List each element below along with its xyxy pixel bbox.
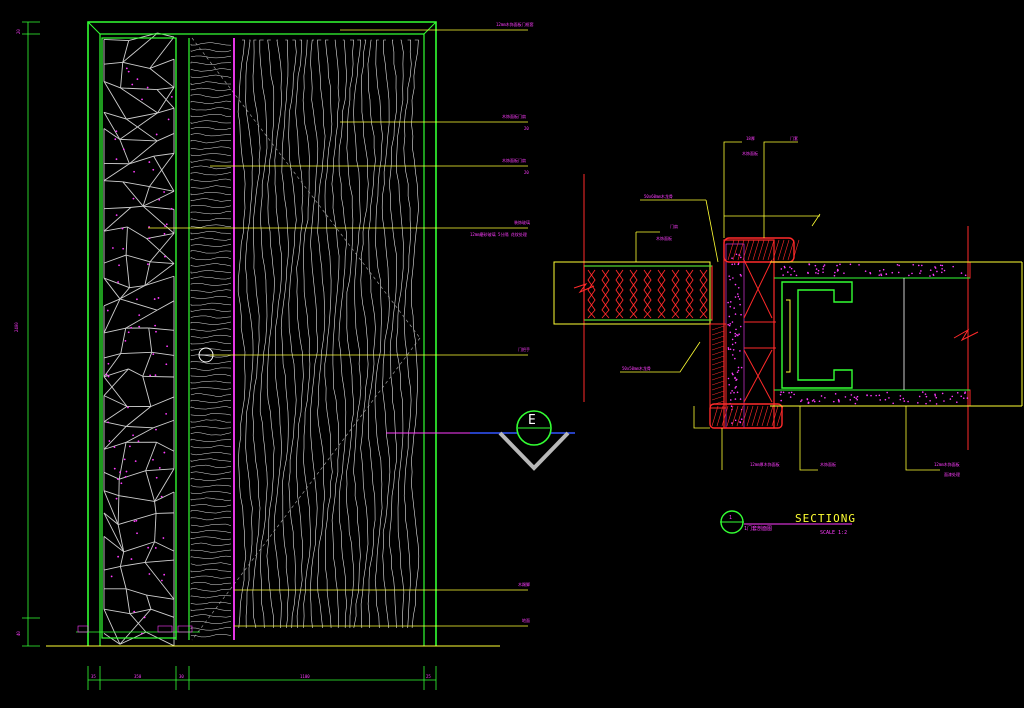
inner-door-frame xyxy=(99,33,425,646)
door-frame-section: 18厚 木饰面板 门套 50x60mm木龙骨 门扇 木饰面板 50x50mm木龙… xyxy=(553,135,1023,536)
skirting-detail-mid xyxy=(157,625,173,633)
section-scale: SCALE 1:2 xyxy=(820,530,847,536)
architrave-top xyxy=(723,237,795,263)
swing-line-upper xyxy=(191,37,421,339)
frame-miter-left xyxy=(87,21,101,35)
section-label-bottom-1: 12mm厚木饰面板 xyxy=(750,461,780,467)
wood-grain-narrow xyxy=(190,42,232,638)
section-label-bottom-3: 12mm木饰面板 xyxy=(934,461,960,467)
callout-7: 地面 xyxy=(522,617,530,623)
section-title-sub: 1门套剖面图 xyxy=(744,525,772,532)
skirting-detail-left xyxy=(77,625,89,633)
dim-bottom-4: 1100 xyxy=(300,674,310,679)
callout-2: 木饰面板门扇 xyxy=(502,113,526,119)
callout-4: 装饰玻璃 xyxy=(514,219,530,225)
dim-height-left: 2400 xyxy=(14,322,19,332)
dim-bottom-left: 40 xyxy=(16,631,21,636)
skirting-detail-right xyxy=(177,625,193,633)
callout-2-sub: 20 xyxy=(524,126,529,131)
steel-channel xyxy=(781,281,853,389)
architrave-bottom xyxy=(709,403,783,429)
wall-face-filler xyxy=(779,263,969,405)
callout-5: 门把手 xyxy=(518,346,530,352)
callout-1: 12mm木饰面板门框套 xyxy=(496,21,534,27)
section-label-top-2: 门套 xyxy=(790,135,798,141)
section-title: SECTIONG xyxy=(795,512,856,525)
door-elevation: E 20 2400 40 35 350 30 1100 25 12mm木饰面板门… xyxy=(14,21,575,690)
callout-3-sub: 20 xyxy=(524,170,529,175)
dim-bottom-5: 25 xyxy=(426,674,431,679)
dim-top-left: 20 xyxy=(16,29,21,34)
architrave-hatch xyxy=(711,239,800,427)
section-leaders xyxy=(620,141,940,471)
left-dimension-line xyxy=(22,21,40,647)
frame-miter-right xyxy=(423,21,437,35)
callout-3: 木饰面板门扇 xyxy=(502,157,526,163)
section-label-bottom-3-sub: 面漆处理 xyxy=(944,471,960,477)
section-title-marker-label: 1 xyxy=(729,515,732,521)
section-label-top-1-sub: 木饰面板 xyxy=(742,150,758,156)
section-label-bottom-2: 木饰面板 xyxy=(820,461,836,467)
wood-grain-wide xyxy=(237,39,420,629)
outer-door-frame xyxy=(87,21,437,646)
door-leaf-hatch xyxy=(587,269,708,319)
callout-6: 木踢脚 xyxy=(518,581,530,587)
section-label-left-1: 50x60mm木龙骨 xyxy=(644,193,673,199)
dim-bottom-3: 30 xyxy=(179,674,184,679)
wall-outline xyxy=(770,261,1023,407)
dim-bottom-1: 35 xyxy=(91,674,96,679)
section-label-top-1: 18厚 xyxy=(746,136,755,141)
section-label-left-2-sub: 木饰面板 xyxy=(656,235,672,241)
section-direction-arrow xyxy=(498,431,570,471)
elevation-leaders xyxy=(148,29,528,627)
bottom-dimension-line xyxy=(87,666,437,690)
break-symbol-right xyxy=(953,328,979,342)
break-symbol-left xyxy=(573,283,595,294)
callout-4-sub: 12mm磨砂玻璃 5分隔 花纹处理 xyxy=(470,231,527,237)
stop-bead xyxy=(709,323,727,409)
section-marker-label: E xyxy=(528,413,536,428)
dim-bottom-2: 350 xyxy=(134,674,142,679)
door-leaf-outline xyxy=(553,261,711,325)
section-label-left-3: 50x50mm木龙骨 xyxy=(622,365,651,371)
section-label-left-2: 门扇 xyxy=(670,223,678,229)
